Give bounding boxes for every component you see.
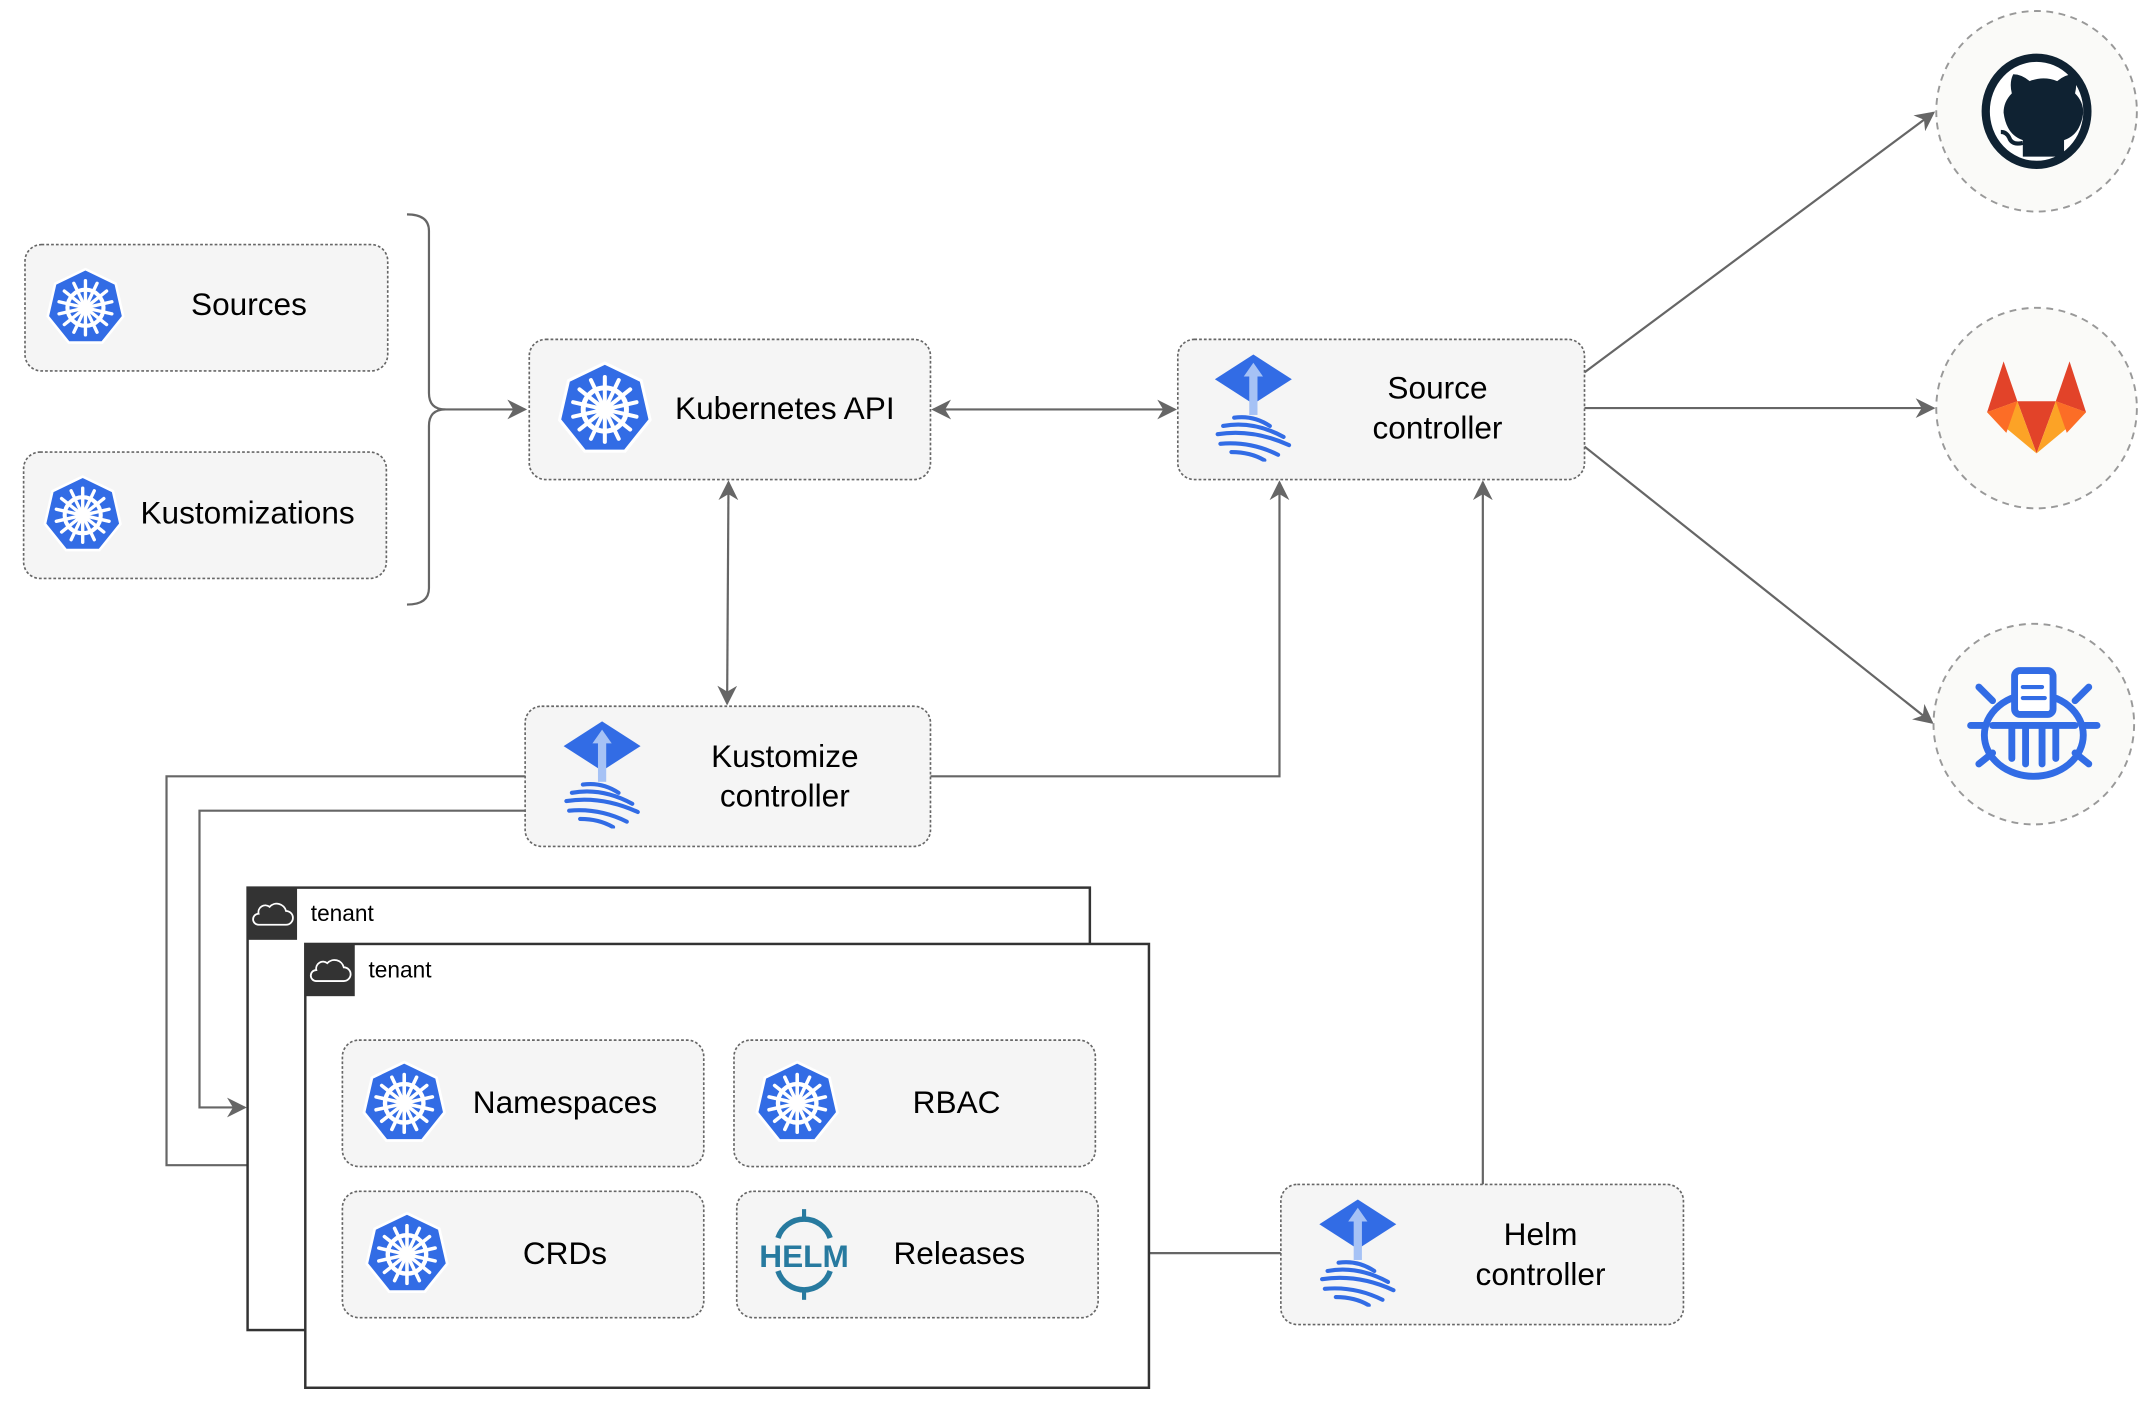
input-label: Kustomizations [140, 495, 354, 531]
input-sources[interactable]: Sources [24, 243, 389, 372]
tenant-front[interactable]: tenant Namespaces RBAC CRDs HELM [304, 942, 1151, 1390]
resource-label: Namespaces [473, 1084, 657, 1120]
node-kustomize-controller[interactable]: Kustomize controller [524, 705, 932, 848]
input-kustomizations[interactable]: Kustomizations [22, 451, 388, 580]
svg-text:HELM: HELM [759, 1238, 849, 1274]
resource-label: Releases [893, 1235, 1025, 1271]
external-gitlab[interactable] [1935, 306, 2138, 510]
brace-lower [406, 408, 446, 606]
resource-releases[interactable]: HELM Releases [735, 1190, 1099, 1319]
tenant-label: tenant [311, 900, 375, 926]
resource-label: RBAC [913, 1084, 1001, 1120]
resource-rbac[interactable]: RBAC [733, 1039, 1097, 1168]
cloud-icon [252, 902, 294, 926]
edge-kubernetes-api-kustomize-controller [717, 480, 739, 706]
cloud-icon [309, 959, 352, 982]
edge-source-to-bucket [1583, 445, 1934, 724]
resource-label: CRDs [523, 1235, 607, 1271]
edge-kustomize-to-tenant-front [165, 775, 526, 1176]
tenant-label: tenant [369, 956, 433, 982]
node-label-line1: Kustomize [711, 738, 858, 774]
node-label-line2: controller [1476, 1256, 1606, 1292]
input-label: Sources [191, 286, 307, 322]
external-github[interactable] [1935, 10, 2138, 213]
external-bucket[interactable] [1932, 622, 2136, 826]
node-label-line2: controller [720, 778, 850, 814]
node-label-line1: Helm [1504, 1216, 1578, 1252]
edge-kustomize-to-tenant-back [198, 809, 526, 1118]
node-source-controller[interactable]: Source controller [1176, 338, 1586, 481]
node-kubernetes-api[interactable]: Kubernetes API [528, 338, 932, 481]
gitlab-icon [1987, 361, 2087, 454]
github-icon [1981, 53, 2092, 170]
edge-source-to-github [1583, 111, 1936, 374]
node-helm-controller[interactable]: Helm controller [1280, 1183, 1685, 1326]
bucket-icon [1967, 667, 2101, 780]
helm-icon: HELM [759, 1209, 849, 1300]
node-label: Kubernetes API [675, 390, 895, 426]
resource-namespaces[interactable]: Namespaces [341, 1039, 705, 1168]
node-label-line1: Source [1387, 370, 1487, 406]
edge-kustomize-to-source [930, 480, 1290, 778]
node-label-line2: controller [1373, 409, 1503, 445]
edges [165, 111, 1936, 1264]
resource-crds[interactable]: CRDs [341, 1190, 705, 1319]
brace-connector [406, 213, 528, 420]
